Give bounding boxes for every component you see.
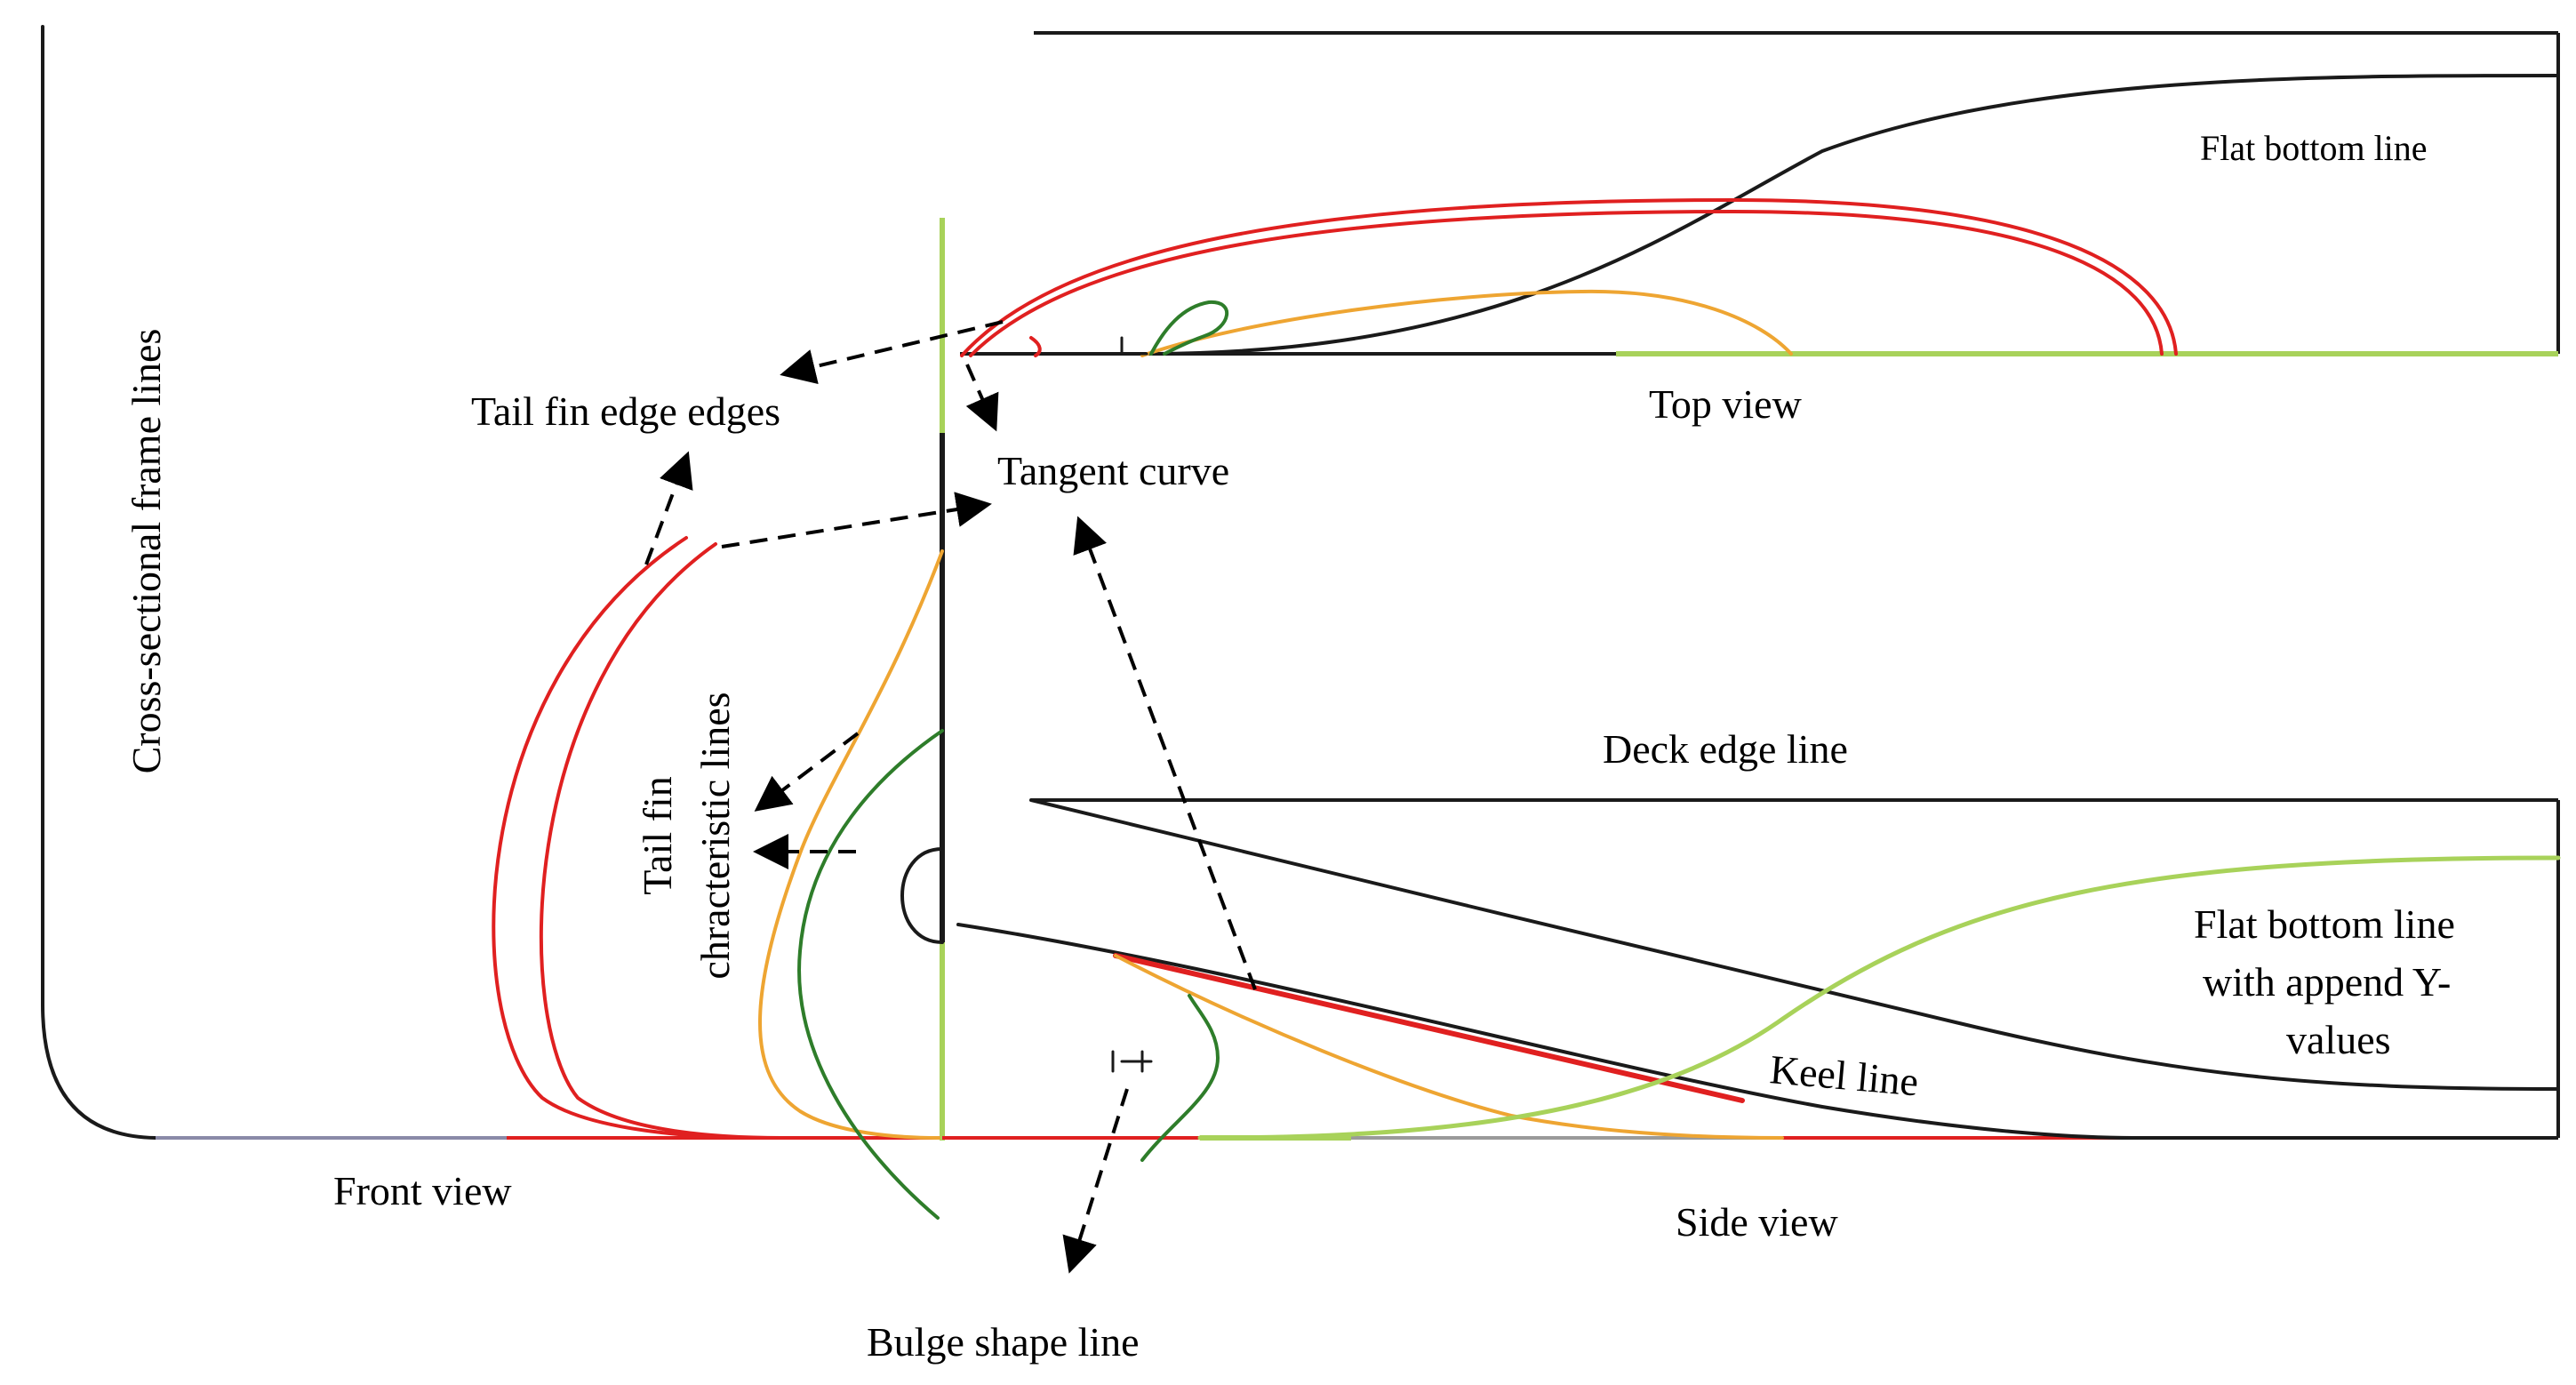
- label-front-view: Front view: [333, 1168, 512, 1213]
- top-red-curve-inner: [969, 210, 2164, 357]
- side-deck-slope-line: [1029, 798, 2560, 1091]
- side-red-tangent: [1113, 953, 1745, 1103]
- arrow-to-tail-fin-edges-front: [644, 451, 693, 565]
- top-flat-bottom-line: [1145, 74, 2560, 356]
- label-bulge-shape-line: Bulge shape line: [867, 1319, 1140, 1365]
- label-keel-line: Keel line: [1768, 1046, 1920, 1104]
- label-flat-bottom-side-1: Flat bottom line: [2194, 901, 2455, 947]
- top-bulge-mark: [1120, 336, 1148, 356]
- side-bulge-green: [1140, 994, 1220, 1162]
- arrow-bulge-shape: [1062, 1088, 1129, 1274]
- top-orange-curve: [1140, 289, 1793, 357]
- arrow-to-tail-fin-edges-top: [780, 320, 1004, 385]
- arrow-tangent-from-side: [1073, 516, 1257, 990]
- side-bulge-mark: [1111, 1050, 1153, 1073]
- label-top-view: Top view: [1649, 381, 1803, 427]
- label-deck-edge-line: Deck edge line: [1603, 726, 1848, 772]
- label-tail-fin-edge-edges: Tail fin edge edges: [471, 388, 780, 434]
- label-tail-fin-char-1: Tail fin: [635, 776, 680, 894]
- label-cross-sectional-frame-lines: Cross-sectional frame lines: [124, 329, 169, 774]
- side-flat-bottom-append: [1197, 855, 2561, 1141]
- side-orange-curve: [1114, 954, 1784, 1140]
- arrow-to-tangent-curve-front: [721, 492, 992, 548]
- top-green-loop: [1149, 300, 1228, 356]
- label-tail-fin-char-2: chracteristic lines: [692, 692, 738, 979]
- side-keel-line: [956, 923, 2135, 1140]
- top-red-curve-outer: [960, 198, 2178, 357]
- tail-fin-char-green: [797, 729, 944, 1220]
- tail-fin-edge-outer: [492, 536, 766, 1140]
- tail-fin-char-orange: [758, 549, 944, 1140]
- label-flat-bottom-line-top: Flat bottom line: [2200, 128, 2428, 168]
- label-flat-bottom-side-2: with append Y-: [2203, 959, 2451, 1005]
- front-view-frame: [41, 25, 157, 1140]
- bulge-semicircle: [900, 847, 944, 944]
- arrow-to-tangent-curve-top: [965, 364, 999, 432]
- top-red-small: [1029, 336, 1042, 357]
- label-side-view: Side view: [1676, 1199, 1838, 1245]
- tail-fin-edge-inner: [539, 542, 784, 1140]
- arrow-tail-fin-char-1: [754, 732, 860, 812]
- label-flat-bottom-side-3: values: [2286, 1017, 2391, 1062]
- label-tangent-curve: Tangent curve: [997, 448, 1229, 493]
